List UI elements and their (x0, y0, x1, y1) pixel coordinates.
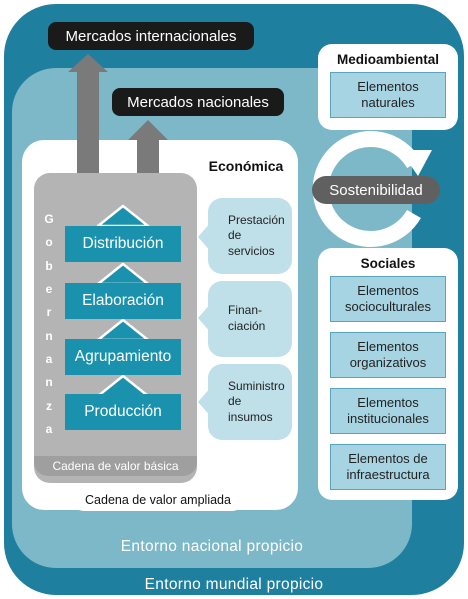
suministro-insumos-box: Suministro de insumos (208, 364, 292, 440)
elaboracion-box: Elaboración (65, 283, 181, 319)
cadena-basica-label: Cadena de valor básica (34, 456, 197, 476)
economica-title: Económica (208, 158, 284, 174)
mercados-internacionales-label: Mercados internacionales (48, 22, 254, 50)
distribucion-box: Distribución (65, 226, 181, 262)
sociales-title: Sociales (360, 256, 416, 271)
entorno-mundial-label: Entorno mundial propicio (144, 576, 324, 593)
mercados-nacionales-label: Mercados nacionales (112, 88, 284, 116)
elementos-infraestructura-box: Elementos de infraestructura (330, 444, 446, 490)
cycle-arrowhead (400, 150, 432, 176)
financiacion-box: Finan- ciación (208, 281, 292, 357)
cadena-ampliada-label: Cadena de valor ampliada (72, 489, 244, 511)
entorno-nacional-label: Entorno nacional propicio (120, 538, 304, 555)
elementos-institucionales-box: Elementos institucionales (330, 388, 446, 434)
international-market-arrow (68, 54, 108, 174)
elementos-organizativos-box: Elementos organizativos (330, 332, 446, 378)
produccion-box: Producción (65, 394, 181, 430)
national-market-arrow (128, 120, 168, 174)
sostenibilidad-label: Sostenibilidad (312, 176, 440, 204)
gobernanza-label: G o b e r n a n z a (44, 212, 54, 436)
prestacion-servicios-box: Prestación de servicios (208, 198, 292, 274)
agrupamiento-box: Agrupamiento (65, 339, 181, 375)
medioambiental-title: Medioambiental (336, 52, 439, 67)
elementos-naturales-box: Elementos naturales (330, 72, 446, 118)
elementos-socioculturales-box: Elementos socioculturales (330, 276, 446, 322)
